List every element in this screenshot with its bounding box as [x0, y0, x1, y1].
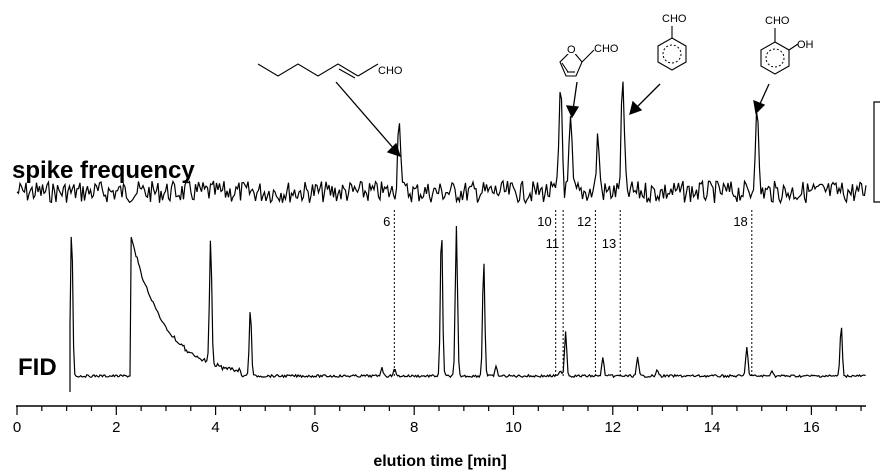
peak-label-11: 11	[546, 236, 560, 251]
x-tick-label: 10	[505, 419, 522, 436]
salicylaldehyde-structure: CHO OH	[760, 15, 814, 75]
peak-label-10: 10	[537, 214, 551, 229]
x-axis: 0 2 4 6 8 10 12 14 16	[13, 405, 866, 436]
spike-frequency-label: spike frequency	[12, 157, 195, 184]
hept-2-enal-structure: CHO	[257, 63, 403, 79]
furfural-structure: O CHO	[559, 43, 619, 77]
hept-2-enal-cho: CHO	[378, 65, 403, 77]
x-tick-label: 0	[13, 419, 21, 436]
x-axis-title: elution time [min]	[373, 453, 506, 470]
fid-label: FID	[18, 354, 57, 381]
x-tick-label: 12	[604, 419, 621, 436]
peak-label-13: 13	[602, 236, 616, 251]
salicylaldehyde-cho: CHO	[765, 15, 790, 27]
x-tick-label: 16	[803, 419, 820, 436]
peak-label-12: 12	[577, 214, 591, 229]
fid-trace	[69, 225, 866, 392]
x-tick-label: 8	[410, 419, 418, 436]
benzaldehyde-cho: CHO	[662, 13, 687, 25]
salicylaldehyde-oh: OH	[797, 39, 814, 51]
furfural-o: O	[567, 44, 576, 56]
x-tick-label: 6	[311, 419, 319, 436]
spike-frequency-trace	[16, 81, 867, 205]
furfural-cho: CHO	[594, 43, 619, 55]
x-tick-label: 4	[211, 419, 219, 436]
structure-arrows	[335, 81, 770, 158]
peak-connectors: 6 10 11 12 13 18	[383, 210, 753, 378]
peak-label-6: 6	[383, 214, 390, 229]
x-tick-label: 14	[704, 419, 721, 436]
x-tick-label: 2	[112, 419, 120, 436]
benzaldehyde-structure: CHO	[657, 13, 687, 71]
scale-bar	[873, 101, 880, 203]
peak-label-18: 18	[733, 214, 747, 229]
